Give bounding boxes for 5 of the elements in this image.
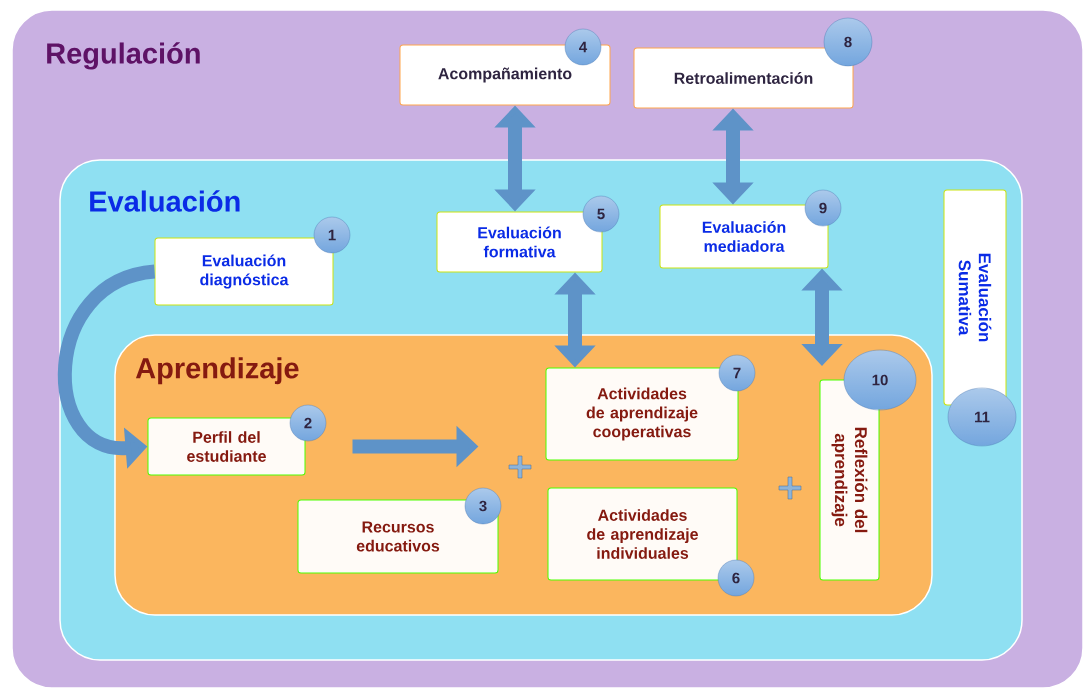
region-title: Evaluación <box>90 190 240 212</box>
text-box: Retroalimentación <box>633 47 854 109</box>
region-title: Aprendizaje <box>135 357 299 385</box>
text-box: Evaluación Sumativa <box>943 189 1007 406</box>
region-title: Regulación <box>47 42 200 70</box>
